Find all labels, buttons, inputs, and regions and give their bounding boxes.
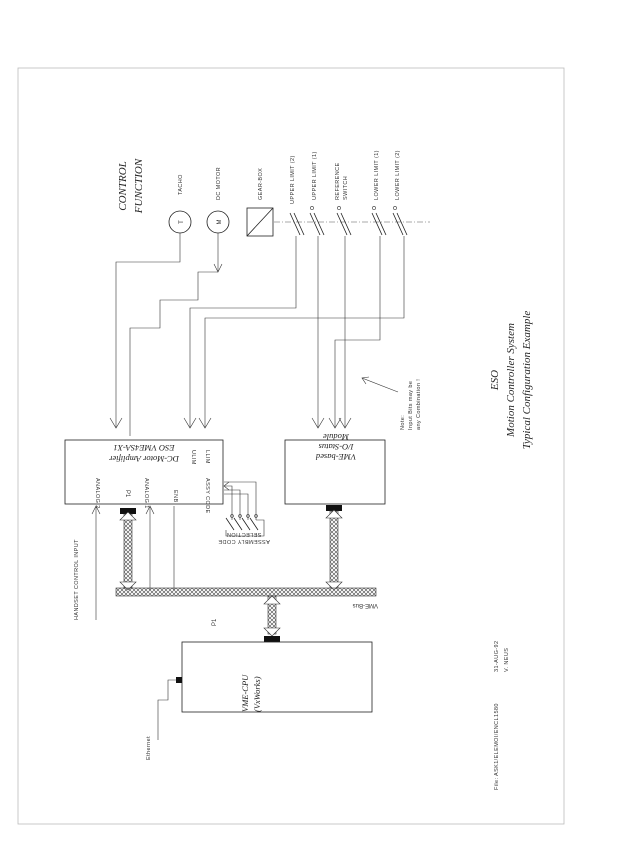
title-eso: ESO	[489, 370, 501, 391]
enb-label: ENB	[172, 490, 178, 503]
title-system: Motion Controller System	[505, 323, 517, 438]
svg-text:DC-Motor Amplifier: DC-Motor Amplifier	[108, 454, 180, 464]
gear-box-symbol	[246, 207, 274, 237]
svg-text:V. NEUS: V. NEUS	[504, 648, 510, 672]
io-module-title: VME-based I/O-Status Module	[315, 432, 356, 462]
analog1-label: ANALOG 1	[143, 478, 149, 509]
amplifier-p1-label: P1	[124, 490, 130, 498]
drawing-footer: File: ASK1/ELEMOI/ENCL1580 31-AUG-92 V. …	[494, 641, 510, 790]
title-example: Typical Configuration Example	[521, 311, 533, 450]
svg-text:VME-CPU: VME-CPU	[240, 674, 250, 712]
svg-text:SELECTION: SELECTION	[227, 531, 262, 537]
svg-text:any Combination !: any Combination !	[416, 379, 422, 430]
lower-limit-1-switch: LOWER LIMIT (1)	[371, 150, 387, 236]
io-status-module-box	[284, 439, 386, 505]
reference-switch: REFERENCE SWITCH	[335, 162, 352, 236]
svg-text:FUNCTION: FUNCTION	[133, 158, 145, 214]
ethernet-label: Ethernet	[146, 736, 152, 760]
upper-limit-1-label: UPPER LIMIT (1)	[312, 151, 318, 200]
cpu-p1-top-label: P1	[212, 618, 218, 626]
tacho-label: TACHO	[178, 174, 184, 195]
lower-limit-2-switch: LOWER LIMIT (2)	[392, 150, 408, 236]
dc-motor-label: DC MOTOR	[216, 167, 222, 200]
cpu-title: VME-CPU (VxWorks)	[240, 674, 262, 712]
assy-code-label: ASSY CODE	[204, 478, 210, 514]
amplifier-bus-link	[123, 513, 133, 589]
upper-limit-2-label: UPPER LIMIT (2)	[290, 155, 296, 204]
vme-bus-label: VME-Bus	[353, 602, 378, 608]
lower-limit-1-label: LOWER LIMIT (1)	[374, 150, 380, 200]
dc-motor-symbol-text: M	[217, 220, 223, 225]
analog2-label: ANALOG 2	[94, 478, 100, 509]
ethernet-port	[176, 677, 182, 683]
upper-limit-1-switch: UPPER LIMIT (1)	[309, 151, 325, 236]
upper-limit-2-switch: UPPER LIMIT (2)	[289, 155, 305, 236]
note-arrow	[361, 377, 399, 393]
tacho-wire	[115, 233, 181, 428]
vme-cpu-box	[181, 641, 373, 713]
switch-label: SWITCH	[343, 176, 349, 200]
svg-text:Input Bits may be: Input Bits may be	[408, 381, 414, 430]
vme-bus	[115, 587, 377, 597]
svg-text:ESO VME4SA-X1: ESO VME4SA-X1	[113, 443, 175, 453]
upper-limit-wire	[189, 236, 297, 428]
tacho-symbol-text: T	[179, 220, 185, 224]
svg-text:VME-based: VME-based	[315, 452, 356, 462]
amplifier-p1-connector	[120, 508, 136, 514]
ulim-label: ULIM	[190, 450, 196, 465]
motor-wire	[129, 271, 218, 436]
amplifier-title: DC-Motor Amplifier ESO VME4SA-X1	[108, 443, 180, 464]
io-module-bus-link	[329, 510, 339, 589]
page-frame	[17, 67, 565, 825]
lower-limit-wire	[204, 236, 405, 428]
note-text: Note: Input Bits may be any Combination …	[400, 379, 422, 430]
svg-text:Note:: Note:	[400, 415, 406, 430]
dc-motor-amplifier-box	[64, 439, 224, 505]
svg-text:File: ASK1/ELEMOI/ENCL1580: File: ASK1/ELEMOI/ENCL1580	[494, 703, 500, 790]
svg-text:I/O-Status: I/O-Status	[318, 442, 355, 452]
ethernet-line	[157, 679, 176, 740]
io-module-connector	[326, 505, 342, 511]
svg-text:(VxWorks): (VxWorks)	[252, 676, 262, 712]
cpu-p1-connector	[264, 636, 280, 642]
svg-text:ASSEMBLY CODE: ASSEMBLY CODE	[218, 538, 270, 544]
svg-text:CONTROL: CONTROL	[117, 161, 129, 211]
gear-box-label: GEAR-BOX	[258, 168, 264, 200]
lower-limit-1-wire	[334, 236, 381, 428]
title-block: ESO Motion Controller System Typical Con…	[489, 311, 533, 450]
svg-text:Module: Module	[323, 432, 350, 442]
assembly-code-switches	[223, 481, 265, 537]
svg-text:31-AUG-92: 31-AUG-92	[494, 641, 500, 672]
lower-limit-2-label: LOWER LIMIT (2)	[395, 150, 401, 200]
control-function-label: CONTROL FUNCTION	[117, 158, 145, 214]
reference-label: REFERENCE	[335, 162, 341, 200]
llim-label: LLIM	[204, 450, 210, 464]
assembly-code-label: ASSEMBLY CODE SELECTION	[218, 531, 270, 544]
handset-label: HANDSET CONTROL INPUT	[74, 539, 80, 620]
